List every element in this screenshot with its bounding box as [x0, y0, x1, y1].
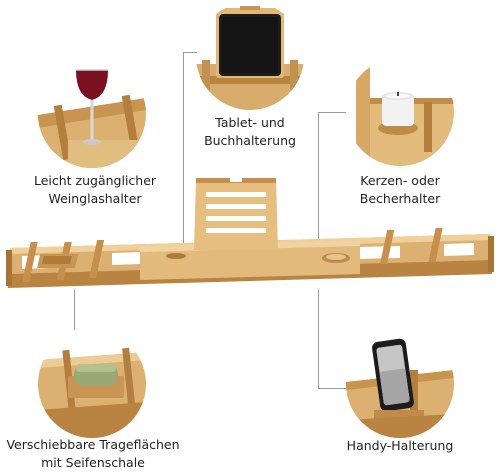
candle-caption-line1: Kerzen- oder — [360, 173, 440, 188]
soap-caption-line2: mit Seifenschale — [41, 455, 145, 470]
tablet-holder-caption: Tablet- und Buchhalterung — [170, 114, 330, 150]
candle-holder-photo — [346, 58, 454, 166]
phone-holder-caption: Handy-Halterung — [330, 437, 470, 455]
candle-caption-line2: Becherhalter — [359, 191, 441, 206]
soap-dish-photo — [38, 330, 146, 438]
tablet-caption-line2: Buchhalterung — [204, 133, 296, 148]
leader-line-phone-vertical — [318, 290, 319, 388]
soap-dish-caption: Verschiebbare Trageflächen mit Seifensch… — [0, 436, 186, 472]
phone-holder-photo — [346, 330, 454, 438]
wine-caption-line2: Weinglashalter — [48, 191, 142, 206]
leader-line-tablet-vertical — [183, 52, 184, 246]
soap-caption-line1: Verschiebbare Trageflächen — [6, 437, 180, 452]
leader-line-soap-vertical — [74, 290, 75, 330]
leader-line-candle-vertical — [318, 112, 319, 246]
leader-line-candle-horizontal — [318, 112, 346, 113]
wine-caption-line1: Leicht zugänglicher — [33, 173, 157, 188]
leader-line-phone-horizontal — [318, 388, 346, 389]
phone-caption-line1: Handy-Halterung — [346, 438, 454, 453]
tablet-caption-line1: Tablet- und — [215, 115, 285, 130]
bath-caddy-product-photo — [0, 170, 500, 300]
leader-line-tablet-horizontal — [183, 52, 197, 53]
wine-glass-holder-photo — [38, 60, 146, 168]
tablet-holder-photo — [196, 2, 304, 110]
candle-holder-caption: Kerzen- oder Becherhalter — [330, 172, 470, 208]
wine-holder-caption: Leicht zugänglicher Weinglashalter — [10, 172, 180, 208]
